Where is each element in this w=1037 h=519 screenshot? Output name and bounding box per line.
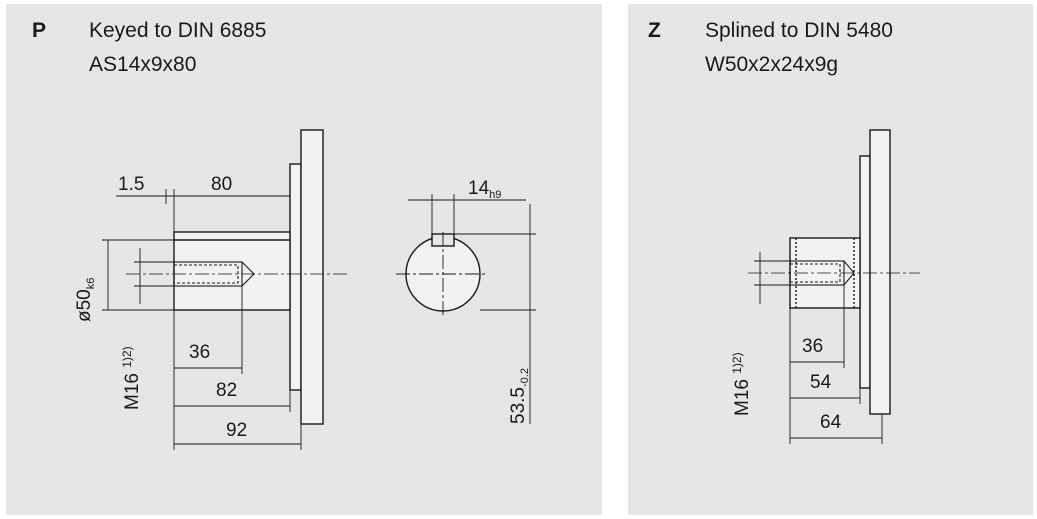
dim-54: 54 [810,372,832,393]
dim-height-53-5: 53.5-0.2 [508,368,531,424]
dim-64: 64 [820,412,842,433]
dim-82: 82 [216,380,237,401]
dim-key-14: 14h9 [468,178,501,201]
bottom-dim-lines [789,285,883,444]
panel-p-title: Keyed to DIN 6885 [89,19,267,42]
dim-80: 80 [211,174,232,195]
panel-splined-shaft: Z Splined to DIN 5480 W50x2x24x9g M16 [628,4,1033,515]
panel-p-subtitle: AS14x9x80 [89,53,197,76]
dim-36: 36 [189,342,210,363]
dim-36: 36 [802,336,823,357]
left-dim-lines [102,239,174,311]
keyed-shaft-body [173,231,291,311]
dim-92: 92 [226,420,247,441]
flange [289,129,324,425]
splined-shaft-drawing: M16 1)2) 36 54 64 [730,129,920,444]
left-dim-lines [754,252,790,304]
dim-dia-50: ø50k6 [74,278,97,322]
dim-1-5: 1.5 [118,174,144,195]
flange [859,129,891,415]
panel-z-title: Splined to DIN 5480 [705,19,893,42]
dim-thread-m16: M16 1)2) [730,352,753,416]
bottom-dim-lines [173,286,302,450]
keyed-shaft-drawing: 1.5 80 ø50k6 M16 1)2) 36 82 92 [74,129,536,450]
panel-p-code: P [32,19,47,42]
dim-thread-m16: M16 1)2) [120,346,143,410]
section-dim-lines [396,194,536,424]
top-dim-lines [116,189,291,232]
panel-z-subtitle: W50x2x24x9g [705,53,839,76]
panel-z-code: Z [648,19,661,42]
panel-keyed-shaft: P Keyed to DIN 6885 AS14x9x80 1.5 [6,4,602,515]
